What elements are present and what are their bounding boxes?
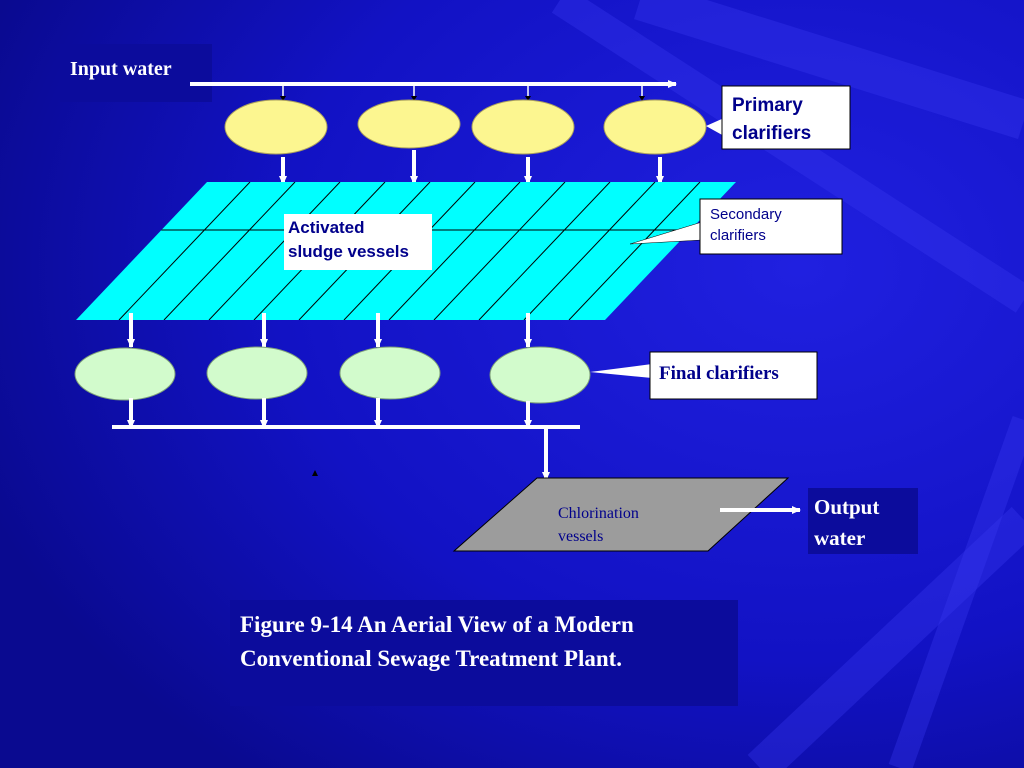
svg-text:Figure 9-14 An Aerial View of: Figure 9-14 An Aerial View of a Modern C…: [240, 612, 639, 671]
input-water-label: Input water: [70, 58, 172, 80]
sludge-to-final-arrows: [127, 313, 532, 348]
svg-text:Output water: Output water: [814, 495, 885, 550]
secondary-clarifiers-callout: Secondary clarifiers: [629, 198, 843, 255]
caption-line-2: Conventional Sewage Treatment Plant.: [240, 646, 622, 671]
activated-sludge-label-1: Activated: [288, 218, 365, 237]
final-clarifier: [206, 346, 308, 400]
svg-text:Activated sludge vessels: Activated sludge vessels: [288, 218, 409, 261]
final-clarifiers: [74, 346, 591, 404]
primary-clarifier: [357, 99, 461, 149]
final-clarifier: [74, 347, 176, 401]
primary-to-sludge-arrows: [279, 150, 664, 185]
primary-clarifier: [603, 99, 707, 155]
primary-clarifiers: [224, 99, 707, 155]
final-clarifiers-callout: Final clarifiers: [590, 351, 818, 400]
secondary-clarifiers-label-2: clarifiers: [710, 227, 766, 244]
output-water-box: Output water: [808, 488, 918, 554]
primary-clarifiers-label-1: Primary: [732, 95, 803, 116]
final-to-collector-arrows: [127, 398, 532, 429]
output-water-label-2: water: [814, 526, 865, 550]
activated-sludge-vessels: Activated sludge vessels: [76, 182, 736, 320]
svg-text:Primary clarifiers: Primary clarifiers: [732, 95, 811, 144]
input-to-primary-arrowheads: [280, 96, 645, 101]
secondary-clarifiers-label-1: Secondary: [710, 206, 782, 223]
caption-box: [230, 600, 738, 706]
final-clarifier: [489, 346, 591, 404]
output-water-label-1: Output: [814, 495, 879, 519]
input-water-box: [60, 44, 212, 102]
stray-marker: [312, 470, 318, 476]
primary-clarifiers-callout: Primary clarifiers: [706, 85, 851, 150]
final-clarifiers-label: Final clarifiers: [659, 363, 779, 384]
activated-sludge-label-2: sludge vessels: [288, 242, 409, 261]
background-rays: [551, 0, 1024, 768]
chlorination-label-2: vessels: [558, 528, 603, 545]
svg-text:Chlorination vessels: Chlorination vessels: [558, 505, 643, 545]
chlorination-vessels: Chlorination vessels: [452, 477, 790, 552]
chlorination-label-1: Chlorination: [558, 505, 639, 522]
caption-line-1: Figure 9-14 An Aerial View of a Modern: [240, 612, 634, 637]
final-clarifier: [339, 346, 441, 400]
primary-clarifier: [224, 99, 328, 155]
primary-clarifiers-label-2: clarifiers: [732, 123, 811, 144]
primary-clarifier: [471, 99, 575, 155]
svg-text:Secondary clarifiers: Secondary clarifiers: [710, 206, 786, 244]
